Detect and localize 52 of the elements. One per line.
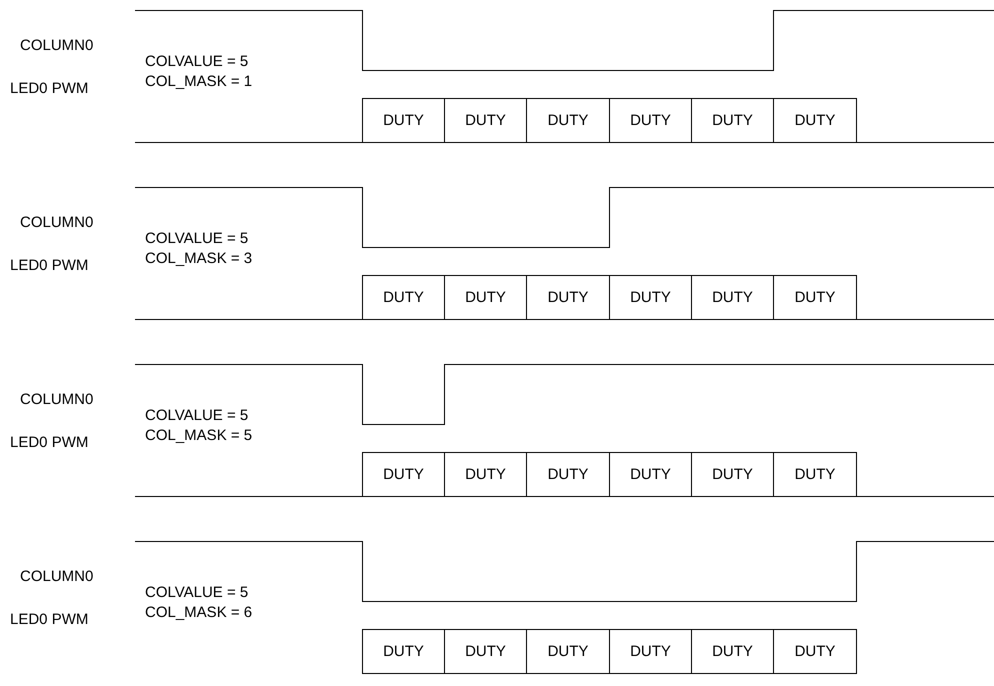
signal-name: COLUMN0	[20, 568, 94, 585]
slot-label: DUTY	[712, 643, 753, 660]
slot-label: DUTY	[465, 289, 506, 306]
slot-label: DUTY	[383, 466, 424, 483]
slot-label: DUTY	[383, 112, 424, 129]
signal-name: COLUMN0	[20, 37, 94, 54]
slot-label: DUTY	[383, 289, 424, 306]
slot-label: DUTY	[465, 112, 506, 129]
slot-label: DUTY	[630, 112, 671, 129]
duty-slot	[773, 452, 857, 497]
slot-label: DUTY	[794, 466, 836, 483]
slot-label: DUTY	[630, 643, 671, 660]
signal-name: COLUMN0	[20, 214, 94, 231]
signal-name: LED0 PWM	[10, 434, 88, 451]
duty-slot	[609, 629, 692, 674]
duty-slot	[362, 452, 445, 497]
slot-label: DUTY	[465, 466, 506, 483]
slot-label: DUTY	[548, 643, 588, 660]
register-value: COLVALUE = 5	[145, 53, 248, 70]
duty-slot	[691, 629, 774, 674]
slot-label: DUTY	[465, 643, 506, 660]
slot-label: DUTY	[548, 289, 588, 306]
signal-name: LED0 PWM	[10, 257, 88, 274]
duty-slot	[526, 629, 610, 674]
slot-label: DUTY	[630, 466, 671, 483]
duty-slot	[773, 275, 857, 320]
register-value: COLVALUE = 5	[145, 407, 248, 424]
slot-label: DUTY	[630, 289, 671, 306]
signal-name: COLUMN0	[20, 391, 94, 408]
slot-label: DUTY	[794, 289, 836, 306]
slot-label: DUTY	[383, 643, 424, 660]
slot-label: DUTY	[712, 466, 753, 483]
slot-label: DUTY	[794, 112, 836, 129]
register-value: COLVALUE = 5	[145, 230, 248, 247]
register-value: COLVALUE = 5	[145, 584, 248, 601]
slot-label: DUTY	[548, 466, 588, 483]
slot-label: DUTY	[712, 289, 753, 306]
signal-name: LED0 PWM	[10, 611, 88, 628]
register-value: COL_MASK = 3	[145, 250, 252, 267]
signal-name: LED0 PWM	[10, 80, 88, 97]
register-value: COL_MASK = 6	[145, 604, 252, 621]
slot-label: DUTY	[712, 112, 753, 129]
duty-slot	[362, 629, 445, 674]
duty-slot	[362, 98, 445, 143]
register-value: COL_MASK = 1	[145, 73, 252, 90]
duty-slot	[444, 629, 527, 674]
register-value: COL_MASK = 5	[145, 427, 252, 444]
duty-slot	[773, 98, 857, 143]
duty-slot	[362, 275, 445, 320]
slot-label: DUTY	[794, 643, 836, 660]
slot-label: DUTY	[548, 112, 588, 129]
duty-slot	[773, 629, 857, 674]
